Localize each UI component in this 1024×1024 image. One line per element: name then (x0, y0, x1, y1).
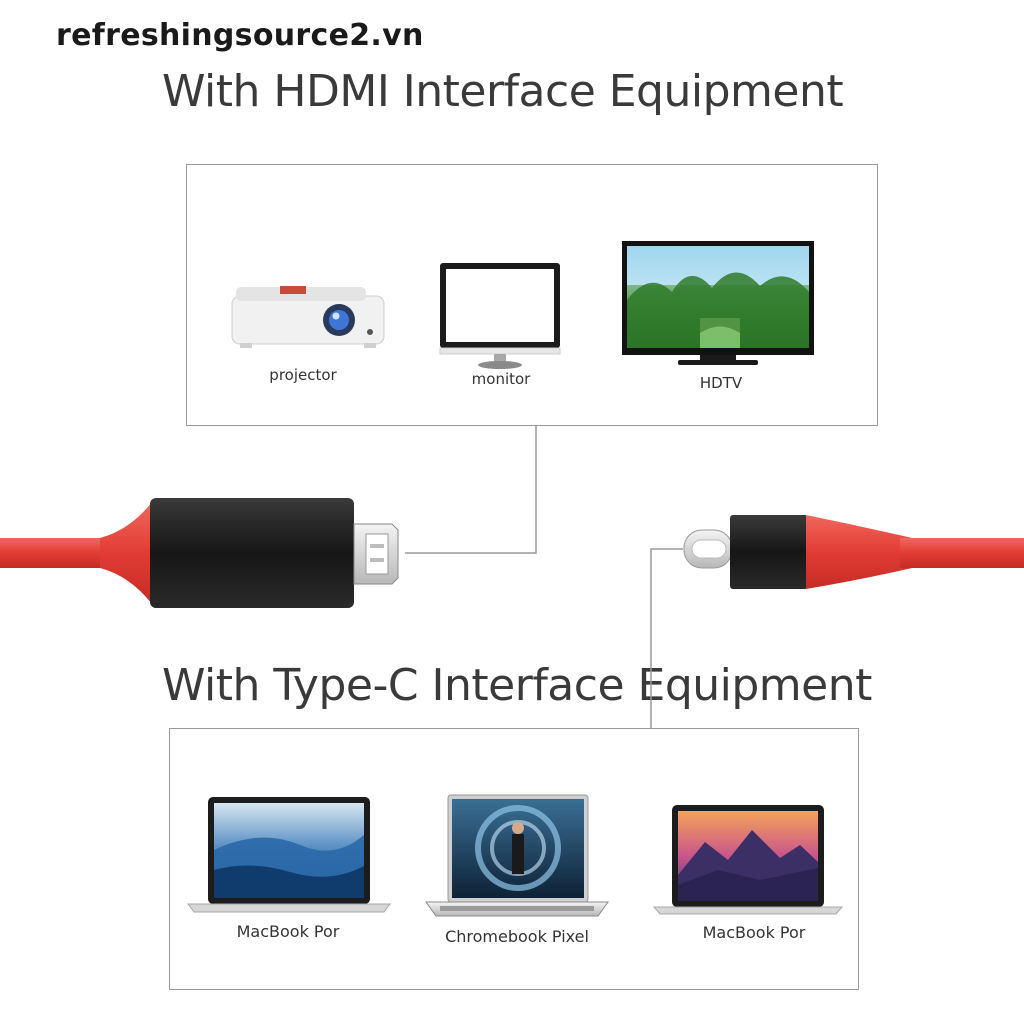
watermark-text: refreshingsource2.vn (56, 18, 424, 53)
hdmi-section-heading: With HDMI Interface Equipment (162, 66, 844, 117)
hdtv-label: HDTV (699, 374, 743, 392)
hdmi-cable (0, 498, 399, 608)
hdmi-connector-line (405, 426, 537, 554)
projector-icon (231, 286, 385, 348)
macbook-label: MacBook Por (702, 923, 806, 942)
macbook-label: MacBook Por (236, 922, 340, 941)
chromebook-label: Chromebook Pixel (445, 927, 589, 946)
macbook-icon (652, 805, 844, 915)
projector-label: projector (269, 366, 337, 384)
monitor-label: monitor (471, 370, 531, 388)
connector-lines (405, 426, 683, 728)
chromebook-icon (425, 794, 609, 917)
typec-cable (683, 515, 1024, 589)
macbook-icon (187, 797, 391, 913)
typec-connector-line (650, 548, 683, 728)
hdtv-icon (622, 241, 814, 365)
typec-section-heading: With Type-C Interface Equipment (162, 660, 872, 711)
monitor-icon (439, 263, 561, 369)
